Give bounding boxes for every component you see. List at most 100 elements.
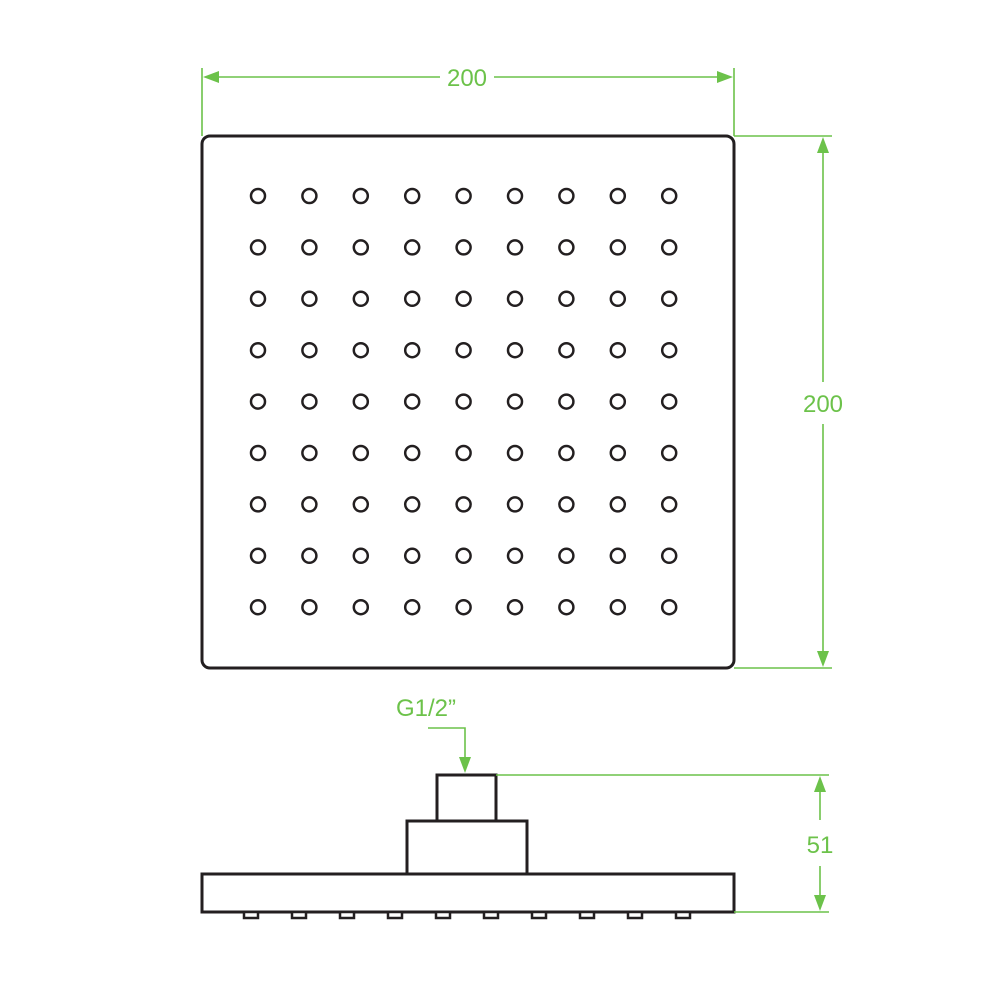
nozzle-hole (660, 341, 678, 359)
side-nozzle (386, 910, 404, 920)
nozzle-hole (609, 290, 627, 308)
top-view (200, 134, 736, 670)
nozzle-hole (249, 239, 267, 256)
nozzle-hole (249, 496, 267, 513)
depth-label: 51 (807, 832, 834, 859)
nozzle-hole (660, 187, 678, 205)
nozzle-hole (249, 187, 267, 205)
nozzle-hole (403, 239, 421, 256)
side-nozzle (434, 910, 452, 920)
nozzle-hole (558, 187, 575, 205)
nozzle-hole (301, 598, 318, 616)
side-nozzle (290, 910, 308, 920)
width-arrow-right (717, 71, 733, 83)
nozzle-hole (403, 547, 421, 565)
nozzle-hole (352, 341, 370, 359)
nozzle-hole (403, 290, 421, 308)
nozzle-hole (455, 444, 472, 462)
nozzle-hole (301, 496, 318, 513)
nozzle-hole (249, 290, 267, 308)
nozzle-hole (352, 239, 370, 256)
nozzle-hole (558, 393, 575, 410)
nozzle-hole (558, 341, 575, 359)
nozzle-hole (352, 598, 370, 616)
nozzle-hole (352, 444, 370, 462)
nozzle-hole (455, 393, 472, 410)
nozzle-hole (352, 393, 370, 410)
nozzle-hole (249, 444, 267, 462)
nozzle-hole (506, 187, 524, 205)
nozzle-hole (249, 598, 267, 616)
height-label: 200 (803, 391, 843, 418)
nozzle-hole (609, 444, 627, 462)
nozzle-hole (403, 444, 421, 462)
nozzle-hole (301, 393, 318, 410)
height-dimension: 200 (734, 135, 843, 669)
nozzle-hole (455, 496, 472, 513)
nozzle-hole (609, 547, 627, 565)
width-dimension: 200 (201, 65, 735, 136)
height-arrow-bottom (817, 651, 829, 667)
nozzle-hole (506, 444, 524, 462)
nozzle-hole-grid (249, 187, 678, 616)
nozzle-hole (609, 239, 627, 256)
nozzle-hole (506, 341, 524, 359)
nozzle-hole (558, 290, 575, 308)
nozzle-hole (301, 239, 318, 256)
nozzle-hole (403, 341, 421, 359)
side-nozzle (530, 910, 548, 920)
nozzle-hole (249, 393, 267, 410)
nozzle-hole (403, 187, 421, 205)
nozzle-hole (455, 239, 472, 256)
nozzle-hole (301, 290, 318, 308)
nozzle-hole (660, 496, 678, 513)
side-view (200, 773, 736, 920)
connector-base-block (405, 819, 529, 876)
connection-callout: G1/2” (396, 695, 471, 773)
side-nozzle (674, 910, 692, 920)
nozzle-hole (352, 290, 370, 308)
nozzle-hole (352, 547, 370, 565)
nozzle-hole (301, 341, 318, 359)
nozzle-hole (455, 290, 472, 308)
nozzle-hole (352, 187, 370, 205)
nozzle-hole (660, 547, 678, 565)
nozzle-hole (455, 547, 472, 565)
nozzle-hole (403, 496, 421, 513)
nozzle-hole (506, 598, 524, 616)
nozzle-hole (660, 239, 678, 256)
shower-head-profile (200, 872, 736, 914)
side-nozzle (242, 910, 260, 920)
nozzle-hole (609, 187, 627, 205)
nozzle-hole (660, 444, 678, 462)
nozzle-hole (660, 598, 678, 616)
nozzle-hole (558, 496, 575, 513)
side-nozzle-row (242, 910, 692, 920)
nozzle-hole (558, 547, 575, 565)
height-arrow-top (817, 137, 829, 153)
nozzle-hole (558, 444, 575, 462)
nozzle-hole (609, 341, 627, 359)
nozzle-hole (301, 547, 318, 565)
nozzle-hole (660, 393, 678, 410)
nozzle-hole (455, 598, 472, 616)
nozzle-hole (455, 187, 472, 205)
nozzle-hole (249, 341, 267, 359)
connection-label: G1/2” (396, 695, 456, 722)
nozzle-hole (558, 239, 575, 256)
side-nozzle (338, 910, 356, 920)
connection-leader-line (428, 727, 466, 760)
side-nozzle (578, 910, 596, 920)
depth-arrow-bottom (814, 895, 826, 911)
nozzle-hole (352, 496, 370, 513)
depth-arrow-top (814, 776, 826, 792)
nozzle-hole (506, 496, 524, 513)
nozzle-hole (506, 393, 524, 410)
nozzle-hole (609, 496, 627, 513)
nozzle-hole (609, 393, 627, 410)
nozzle-hole (455, 341, 472, 359)
connector-top-block (435, 773, 498, 823)
nozzle-hole (301, 444, 318, 462)
nozzle-hole (558, 598, 575, 616)
nozzle-hole (506, 290, 524, 308)
